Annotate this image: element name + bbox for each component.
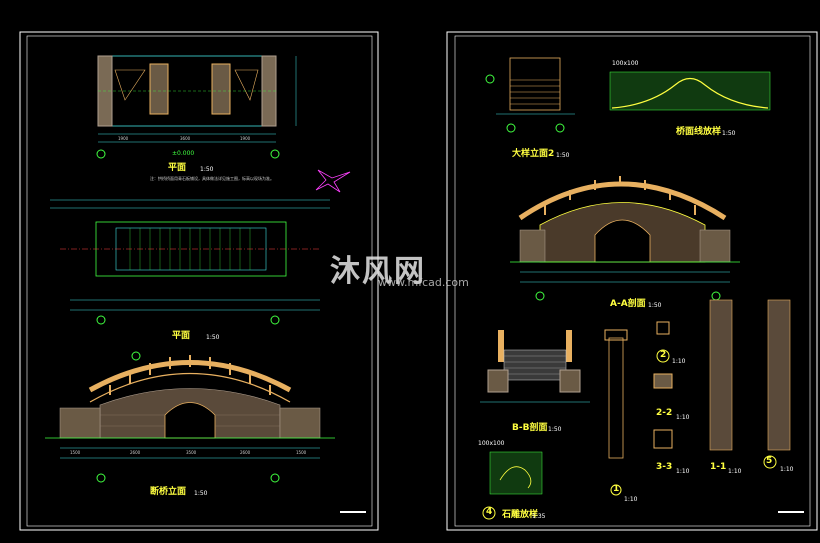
sec33-title: 3-3 xyxy=(656,462,673,472)
sec11-title: 1-1 xyxy=(710,462,727,472)
curve-scale: 1:50 xyxy=(722,130,736,137)
details-small xyxy=(653,299,791,469)
curve-grid-label: 100x100 xyxy=(612,60,639,67)
dim-5: 2600 xyxy=(130,450,141,455)
stone-sample-scale: 1:35 xyxy=(532,513,546,520)
dim-2: 3600 xyxy=(180,136,191,141)
detail1-num: 1 xyxy=(613,484,620,494)
watermark-brand: 沐风网 xyxy=(330,254,426,289)
elevation-view-left xyxy=(45,351,335,483)
plan-elevation-mark: ±0.000 xyxy=(172,150,195,157)
plan-note: 注：拱桥桥面用青石板铺设，具体做法详见施工图，标高以现场为准。 xyxy=(150,176,274,181)
detail3-num: 5 xyxy=(766,456,773,466)
left-sheet-inner-frame xyxy=(26,35,373,527)
detail3-scale: 1:10 xyxy=(780,466,794,473)
sec11-scale: 1:10 xyxy=(728,468,742,475)
plan2-title: 平面 xyxy=(172,331,191,341)
plan-scale: 1:50 xyxy=(200,166,214,173)
dim-7: 2600 xyxy=(240,450,251,455)
section-bb-title: B-B剖面 xyxy=(512,423,548,433)
section-bb-scale: 1:50 xyxy=(548,426,562,433)
section-aa-title: A-A剖面 xyxy=(610,299,646,309)
right-sheet-inner-frame xyxy=(454,35,811,527)
plan-view-bridge xyxy=(50,199,330,325)
curve-title: 桥面线放样 xyxy=(676,127,722,137)
detail2-num: 2 xyxy=(660,350,667,360)
section-aa-scale: 1:50 xyxy=(648,302,662,309)
dim-8: 1500 xyxy=(296,450,307,455)
dim-1: 1900 xyxy=(118,136,129,141)
section-bb-view xyxy=(480,330,590,403)
dim-4: 1500 xyxy=(70,450,81,455)
left-sheet-frame xyxy=(19,31,379,531)
section-aa-view xyxy=(510,176,740,301)
bridge-elev2-scale: 1:50 xyxy=(556,152,570,159)
bridge-curve-grid xyxy=(609,71,771,111)
bridge-elevation-2 xyxy=(485,57,575,133)
watermark-url: www.mfcad.com xyxy=(378,276,469,289)
post-detail-1 xyxy=(604,329,628,496)
plan-view-top xyxy=(96,55,297,159)
stone-sample-title: 石雕放样 xyxy=(502,510,539,520)
north-arrow-icon xyxy=(315,169,351,193)
elevation-title: 断桥立面 xyxy=(150,487,187,497)
elevation-scale: 1:50 xyxy=(194,490,208,497)
stone-sample-num: 4 xyxy=(486,507,493,517)
sec33-scale: 1:10 xyxy=(676,468,690,475)
dim-3: 1900 xyxy=(240,136,251,141)
right-sheet-frame xyxy=(446,31,818,531)
dim-6: 3500 xyxy=(186,450,197,455)
detail2-scale: 1:10 xyxy=(672,358,686,365)
stone-carving-grid xyxy=(482,451,543,520)
plan2-scale: 1:50 xyxy=(206,334,220,341)
bridge-elev2-title: 大样立面2 xyxy=(512,149,555,159)
detail1-scale: 1:10 xyxy=(624,496,638,503)
plan-title: 平面 xyxy=(168,163,187,173)
sec22-scale: 1:10 xyxy=(676,414,690,421)
sec22-title: 2-2 xyxy=(656,408,673,418)
stone-grid-label: 100x100 xyxy=(478,440,505,447)
